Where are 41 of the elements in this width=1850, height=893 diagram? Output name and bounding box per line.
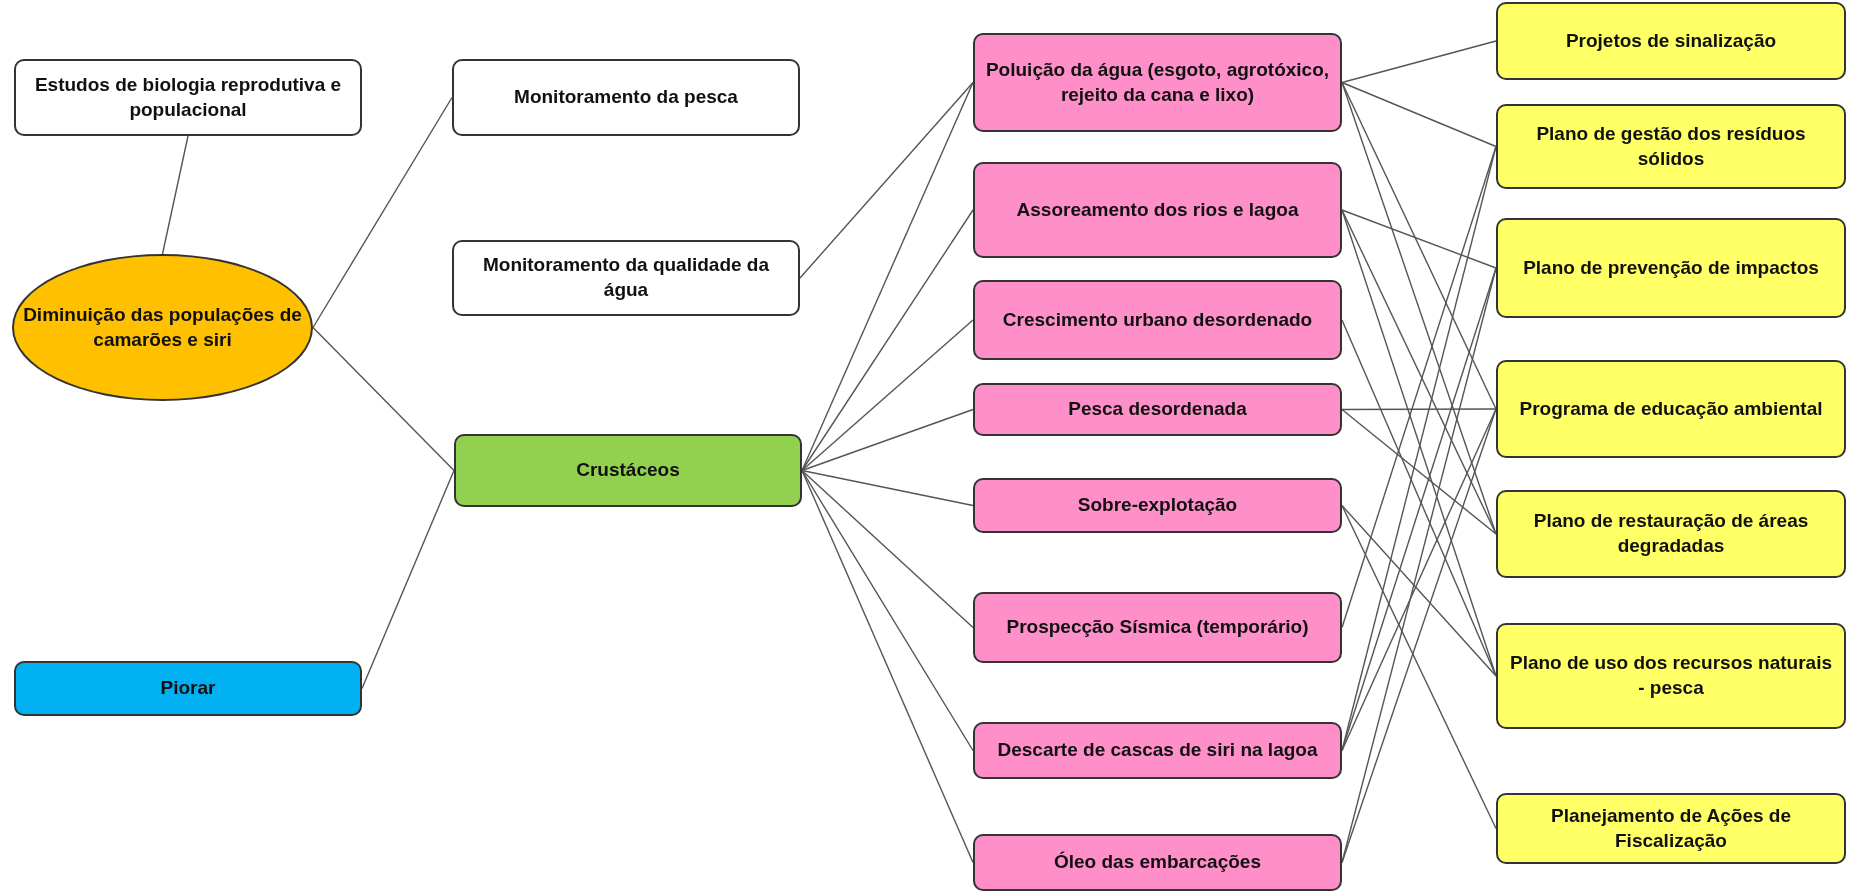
connector-line	[1341, 81, 1497, 410]
action-box: Plano de uso dos recursos naturais - pesca	[1496, 623, 1846, 729]
connector-line	[801, 408, 974, 472]
connector-line	[1341, 81, 1497, 148]
topic-box: Monitoramento da pesca	[452, 59, 800, 136]
action-box: Programa de educação ambiental	[1496, 360, 1846, 458]
connector-line	[1341, 408, 1497, 411]
action-box: Plano de prevenção de impactos	[1496, 218, 1846, 318]
connector-line	[1341, 408, 1497, 864]
connector-line	[801, 209, 974, 472]
connector-line	[1341, 40, 1497, 84]
threat-box: Óleo das embarcações	[973, 834, 1342, 891]
threat-box: Poluição da água (esgoto, agrotóxico, rejeito da cana e lixo)	[973, 33, 1342, 132]
threat-box: Descarte de cascas de siri na lagoa	[973, 722, 1342, 779]
threat-box: Prospecção Sísmica (temporário)	[973, 592, 1342, 663]
connector-line	[312, 96, 453, 329]
connector-line	[799, 81, 974, 279]
connector-line	[312, 326, 455, 472]
connector-line	[1341, 319, 1497, 677]
connector-line	[1341, 504, 1497, 830]
connector-line	[361, 469, 455, 690]
action-box: Plano de restauração de áreas degradadas	[1496, 490, 1846, 578]
topic-box: Monitoramento da qualidade da água	[452, 240, 800, 316]
threat-box: Crescimento urbano desordenado	[973, 280, 1342, 360]
topic-box: Estudos de biologia reprodutiva e populacional	[14, 59, 362, 136]
status-box: Piorar	[14, 661, 362, 716]
connector-line	[1341, 408, 1497, 535]
connector-line	[1341, 209, 1497, 269]
connector-line	[1341, 504, 1497, 677]
action-box: Planejamento de Ações de Fiscalização	[1496, 793, 1846, 864]
threat-box: Pesca desordenada	[973, 383, 1342, 436]
connector-line	[801, 319, 974, 472]
threat-box: Sobre-explotação	[973, 478, 1342, 533]
connector-line	[161, 135, 189, 255]
threat-box: Assoreamento dos rios e lagoa	[973, 162, 1342, 258]
connector-line	[801, 469, 974, 507]
action-box: Projetos de sinalização	[1496, 2, 1846, 80]
action-box: Plano de gestão dos resíduos sólidos	[1496, 104, 1846, 189]
problem-ellipse: Diminuição das populações de camarões e siri	[12, 254, 313, 401]
connector-line	[801, 469, 974, 629]
group-box: Crustáceos	[454, 434, 802, 507]
